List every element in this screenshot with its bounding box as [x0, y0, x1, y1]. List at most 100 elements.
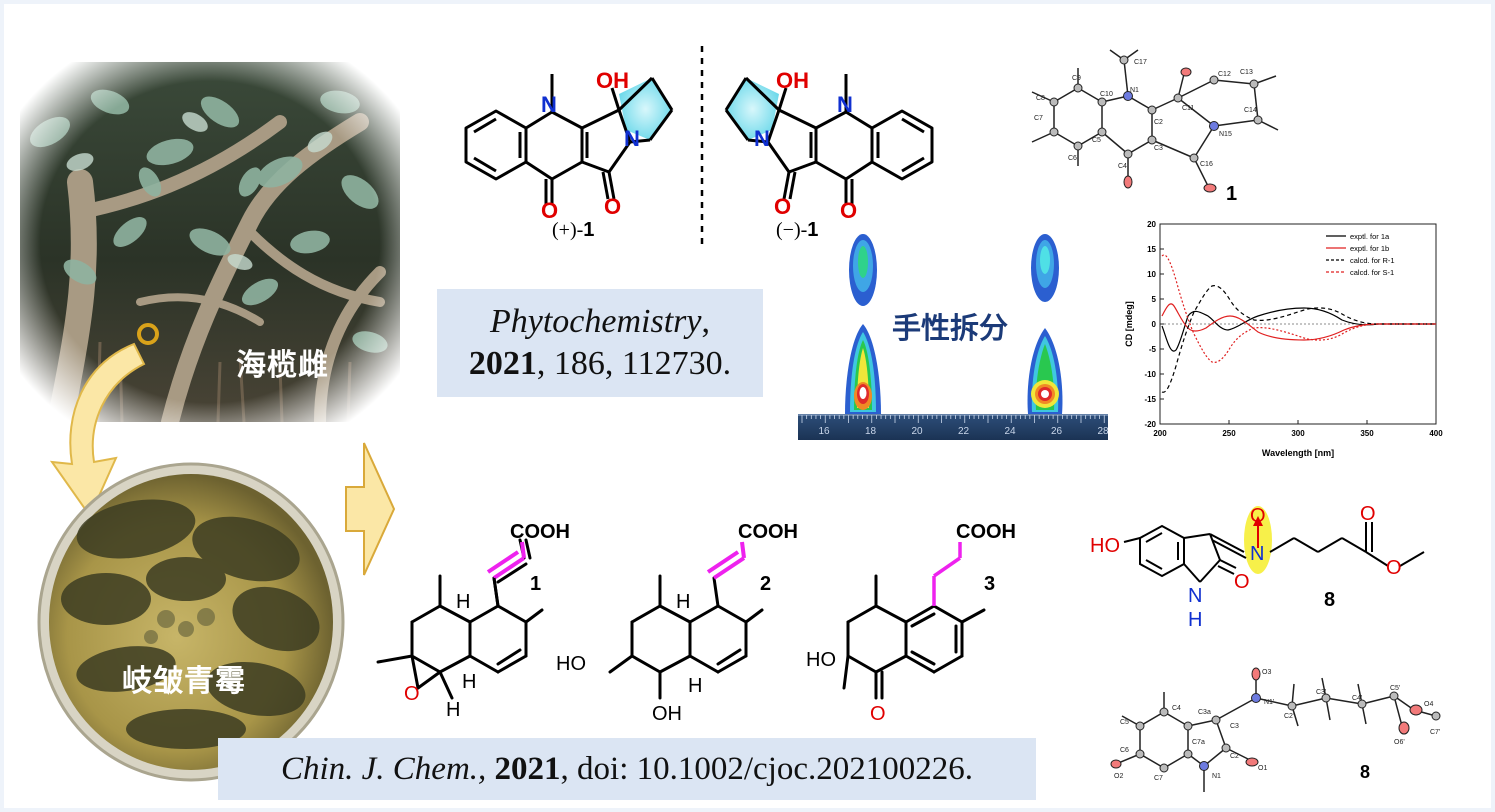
- hplc-tick-28: 28: [1097, 426, 1109, 437]
- c3-o: O: [870, 703, 886, 725]
- c8-ester-o1: O: [1360, 503, 1376, 525]
- fungus-label: 岐皱青霉: [122, 664, 246, 699]
- svg-text:C3: C3: [1230, 723, 1239, 730]
- hplc-tick-16: 16: [818, 426, 830, 437]
- svg-text:O6': O6': [1394, 739, 1405, 746]
- hplc-axis-bar: [798, 414, 1108, 440]
- svg-text:C2: C2: [1154, 119, 1163, 126]
- cite1-rest: , 186, 112730.: [536, 345, 732, 382]
- cd-legend-text-2: calcd. for R-1: [1350, 256, 1395, 265]
- c8-ho: HO: [1090, 535, 1120, 557]
- c8-ester-o2: O: [1386, 557, 1402, 579]
- svg-text:C12: C12: [1218, 71, 1231, 78]
- cd-ytick-0: 0: [1152, 320, 1157, 329]
- svg-text:C4: C4: [1118, 163, 1127, 170]
- citation-phytochemistry: Phytochemistry, 2021, 186, 112730.: [437, 289, 763, 397]
- c1-h1: H: [456, 591, 470, 613]
- svg-text:C5': C5': [1390, 685, 1400, 692]
- svg-text:N1: N1: [1130, 87, 1139, 94]
- sesquiterpene-structures: COOH 1 H H H O: [376, 521, 1016, 725]
- c8-number: 8: [1324, 589, 1335, 611]
- svg-text:O3: O3: [1262, 669, 1271, 676]
- svg-text:C7': C7': [1430, 729, 1440, 736]
- hplc-tick-26: 26: [1051, 426, 1063, 437]
- compound-8-structure: HO N O N H O O O 8: [1090, 503, 1425, 631]
- cd-ytick--5: -5: [1149, 345, 1157, 354]
- cd-curve-exptl-1b: [1161, 303, 1436, 341]
- minus-label: (−)-1: [776, 219, 818, 241]
- c2-h1: H: [676, 591, 690, 613]
- compound-plus-1: N N OH O O (+)-1: [464, 68, 674, 241]
- hplc-tick-22: 22: [958, 426, 970, 437]
- svg-text:C8: C8: [1036, 95, 1045, 102]
- cd-legend-text-1: exptl. for 1b: [1350, 244, 1389, 253]
- svg-text:O2: O2: [1114, 773, 1123, 780]
- enantiomer-structures: N N OH O O (+)-1: [464, 46, 934, 246]
- bottom-compound-3: COOH 3 HO O: [806, 521, 1016, 725]
- cite1-sep: ,: [701, 303, 711, 340]
- c8-nh-n: N: [1188, 585, 1202, 607]
- cd-ytick--10: -10: [1144, 370, 1156, 379]
- bottom-compound-2: COOH 2 H H HO OH: [556, 521, 798, 725]
- minus-O1: O: [840, 198, 857, 223]
- c8-lactam-o: O: [1234, 571, 1250, 593]
- svg-text:C6: C6: [1120, 747, 1129, 754]
- c8-nh-h: H: [1188, 609, 1202, 631]
- plant-label: 海榄雌: [236, 348, 329, 383]
- c3-ho: HO: [806, 649, 836, 671]
- c8-oxime-n: N: [1250, 543, 1264, 565]
- hplc-tick-18: 18: [865, 426, 877, 437]
- citation-chin-j-chem: Chin. J. Chem., 2021, doi: 10.1002/cjoc.…: [218, 738, 1036, 800]
- plus-label: (+)-1: [552, 219, 594, 241]
- c3-cooh: COOH: [956, 521, 1016, 543]
- plus-N1: N: [541, 92, 557, 117]
- plus-N2: N: [624, 126, 640, 151]
- cd-xtick-300: 300: [1291, 429, 1305, 438]
- cd-ytick-5: 5: [1152, 295, 1157, 304]
- xray-8-label: 8: [1360, 762, 1370, 782]
- svg-text:C2: C2: [1230, 753, 1239, 760]
- plus-O1: O: [541, 198, 558, 223]
- svg-text:C16: C16: [1200, 161, 1213, 168]
- svg-text:C3: C3: [1154, 145, 1163, 152]
- xray-1-label: 1: [1226, 183, 1237, 205]
- svg-text:C4: C4: [1172, 705, 1181, 712]
- plant-photo: [20, 62, 400, 422]
- c1-h3: H: [446, 699, 460, 721]
- svg-text:C3a: C3a: [1198, 709, 1211, 716]
- lower-spot-right: [1027, 328, 1063, 414]
- svg-text:C7: C7: [1034, 115, 1043, 122]
- cd-xtick-250: 250: [1222, 429, 1236, 438]
- svg-text:C5: C5: [1120, 719, 1129, 726]
- cd-xtick-350: 350: [1360, 429, 1374, 438]
- cd-xlabel: Wavelength [nm]: [1262, 448, 1334, 458]
- plus-OH: OH: [596, 68, 629, 93]
- upper-spot-right: [1031, 234, 1059, 302]
- right-arrow: [345, 442, 396, 576]
- fungal-colonies: [61, 499, 320, 749]
- cd-ylabel: CD [mdeg]: [1124, 301, 1134, 347]
- lower-spot-left: [845, 324, 881, 414]
- c2-oh: OH: [652, 703, 682, 725]
- svg-text:C5: C5: [1092, 137, 1101, 144]
- cd-legend-text-0: exptl. for 1a: [1350, 232, 1390, 241]
- svg-text:O1: O1: [1258, 765, 1267, 772]
- cd-ytick--20: -20: [1144, 420, 1156, 429]
- svg-text:N1': N1': [1264, 699, 1274, 706]
- cite2-rest: , doi: 10.1002/cjoc.202100226.: [560, 750, 974, 787]
- bottom-compound-1: COOH 1 H H H O: [376, 521, 570, 721]
- svg-text:C13: C13: [1240, 69, 1253, 76]
- svg-text:C3': C3': [1316, 689, 1326, 696]
- cd-xtick-200: 200: [1153, 429, 1167, 438]
- minus-N2: N: [754, 126, 770, 151]
- cd-legend-text-3: calcd. for S-1: [1350, 268, 1394, 277]
- cd-curve-calcd-S: [1161, 254, 1436, 363]
- hplc-tick-20: 20: [911, 426, 923, 437]
- cd-curve-exptl-1a: [1161, 307, 1436, 352]
- svg-text:N1: N1: [1212, 773, 1221, 780]
- svg-text:C7a: C7a: [1192, 739, 1205, 746]
- svg-text:N15: N15: [1219, 131, 1232, 138]
